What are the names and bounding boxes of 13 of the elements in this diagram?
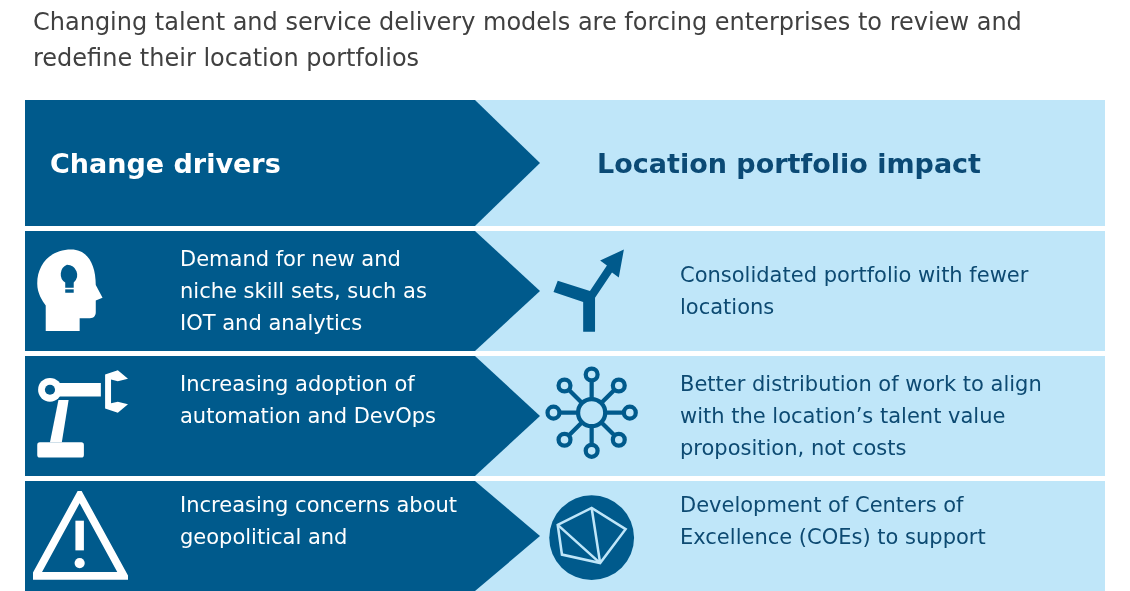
impact-panel — [540, 100, 1105, 226]
column-heading: Location portfolio impact — [597, 148, 981, 179]
impact-text: Development of Centers of Excellence (COEs) to support — [680, 492, 987, 551]
impact-panel — [540, 231, 1105, 351]
impact-panel — [540, 481, 1105, 591]
title: Changing talent and service delivery models are forcing enterprises to review and redefine their location portfolios — [33, 7, 1023, 74]
driver-text: Increasing adoption of automation and DevOps — [180, 371, 437, 430]
driver-text: Increasing concerns about geopolitical and — [180, 492, 459, 551]
impact-text: Better distribution of work to align with the location’s talent value proposition, not costs — [680, 371, 1043, 462]
column-heading: Change drivers — [50, 148, 281, 179]
impact-panel — [540, 356, 1105, 476]
driver-text: Demand for new and niche skill sets, such as IOT and analytics — [180, 246, 428, 337]
impact-text: Consolidated portfolio with fewer locations — [680, 262, 1030, 321]
